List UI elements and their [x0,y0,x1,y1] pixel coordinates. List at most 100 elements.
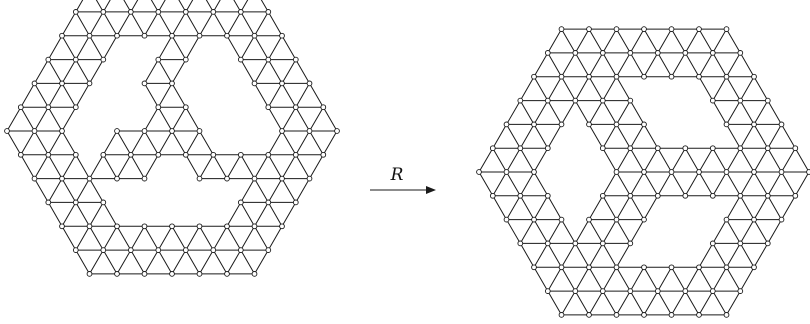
right-graph-edge [712,28,727,54]
right-graph-edge [616,195,631,221]
left-graph-edge [171,225,187,251]
right-graph-edge [574,76,590,102]
right-graph-edge [726,28,741,54]
right-graph-edge [739,171,755,197]
right-graph-edge [478,171,494,197]
right-graph-edge [698,76,714,102]
right-graph-edge [671,171,686,197]
right-graph-edge [712,76,727,102]
left-graph-vertex [320,104,327,111]
left-graph-edge [240,249,255,275]
right-graph-vertex [627,240,634,247]
right-graph-vertex [668,26,675,32]
left-graph-edge [150,0,159,13]
right-graph-vertex [544,288,551,294]
left-graph-vertex [320,151,327,158]
left-graph-vertex [72,104,79,111]
left-graph-vertex [237,199,244,206]
right-graph-edge [602,28,617,54]
right-graph-vertex [668,312,675,318]
left-graph-edge [260,0,269,13]
left-graph-edge [34,178,49,203]
right-graph-edge [492,195,507,221]
right-graph-edge [506,171,521,197]
right-graph-vertex [709,288,716,294]
left-graph-vertex [169,128,175,134]
left-graph-edge [199,225,214,251]
left-graph-vertex [196,128,203,134]
left-graph-vertex [45,56,52,63]
transformation-arrow: R [370,165,436,194]
right-graph-edge [712,242,727,268]
left-graph-edge [102,35,118,61]
left-graph-vertex [59,175,65,182]
left-graph-edge [199,154,214,180]
right-graph-vertex [723,169,730,175]
left-graph-edge [89,178,104,203]
left-graph-vertex [86,271,93,277]
right-graph-vertex [723,73,730,80]
left-graph-edge [102,201,118,227]
left-graph-edge [130,154,145,180]
right-graph-edge [602,242,617,268]
left-graph-edge [47,82,63,108]
left-graph-edge [75,154,90,180]
left-graph-edge [212,225,228,251]
left-graph-edge [34,82,49,108]
left-graph-edge [157,0,166,13]
left-graph-edge [267,106,283,132]
right-graph-vertex [778,169,785,175]
left-graph-edge [157,59,173,84]
right-graph-edge [712,52,727,78]
right-graph-vertex [696,26,702,32]
right-graph-edge [698,242,714,268]
left-graph-edge [309,106,324,132]
left-graph-vertex [114,128,120,134]
left-graph-edge [61,154,77,180]
left-graph-edge [144,249,159,275]
right-graph-vertex [599,240,606,247]
right-graph-vertex [654,192,661,199]
left-graph-edge [185,35,200,61]
left-graph-vertex [306,128,313,134]
left-graph-edge [144,130,159,156]
right-graph-vertex [558,216,565,223]
right-graph-vertex [723,121,730,128]
right-graph-edge [629,147,645,173]
left-graph-edge [34,154,49,180]
right-graph-vertex [503,121,510,128]
right-graph-edge [588,219,604,244]
right-graph-vertex [682,145,689,152]
right-graph-edge [506,123,521,149]
right-graph-edge [533,219,549,244]
left-graph-edge [75,178,90,203]
right-graph-vertex [641,121,647,128]
left-graph-edge [34,59,49,84]
left-graph-edge [240,178,255,203]
right-graph-edge [519,100,535,125]
right-graph-vertex [599,192,606,199]
right-graph-edge [602,290,617,316]
right-graph-vertex [627,50,634,56]
right-graph-edge [781,147,796,173]
right-graph-edge [506,219,521,244]
right-graph-edge [616,76,631,102]
right-graph-vertex [682,288,689,294]
left-graph-edge [144,11,159,37]
left-graph-edge [267,82,283,108]
left-graph-vertex [292,104,299,111]
right-graph-vertex [586,312,592,318]
right-graph-edge [698,171,714,197]
right-graph-edge [602,195,617,221]
left-graph-vertex [292,199,299,206]
right-graph-vertex [709,97,716,104]
right-graph-vertex [613,26,620,32]
left-graph-edge [95,0,104,13]
right-graph-vertex [586,73,592,80]
right-graph-edge [616,28,631,54]
right-graph-edge [712,171,727,197]
left-graph-edge [102,0,111,13]
left-graph-vertex [292,56,299,63]
left-graph-vertex [17,151,24,158]
right-graph-edge [726,123,741,149]
